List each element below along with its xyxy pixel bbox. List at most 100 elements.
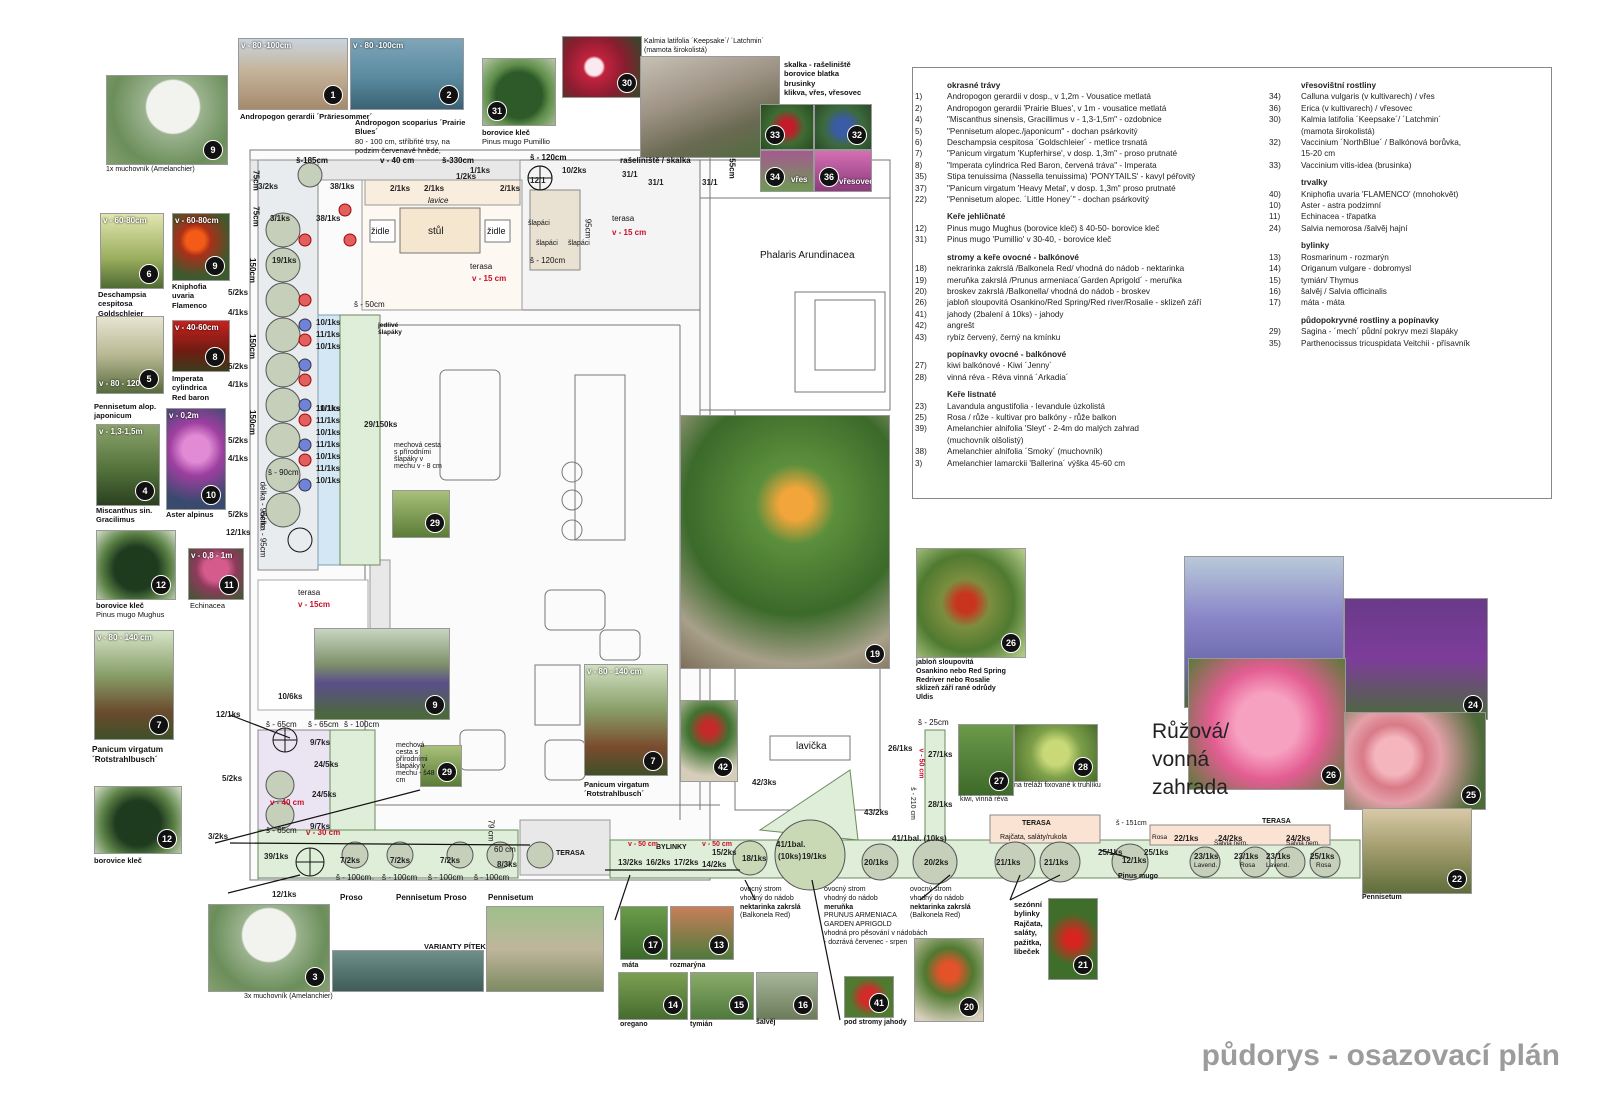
legend-item-number: 34) <box>1269 92 1281 102</box>
plant-count-label: 3/2ks <box>208 832 229 841</box>
caption-mint: máta <box>622 962 639 969</box>
photo-andropogon-prairie-blues: v - 80 -100cm 2 <box>350 38 464 110</box>
rose-title-line: vonná <box>1152 748 1210 771</box>
caption-kiwi: kiwi, vinná réva <box>960 796 1008 803</box>
seasonal-herbs-note: sezónní bylinky Rajčata, saláty, pažitka… <box>1014 900 1043 956</box>
plant-count-label: 31/1 <box>702 178 718 187</box>
legend-item-text: Sagina - ´mech´ půdní pokryv mezi šlapák… <box>1301 327 1458 337</box>
legend-item: 20)broskev zakrslá /Balkonella/ vhodná d… <box>915 286 1265 297</box>
plant-count-label: 25/1ks <box>1098 848 1123 857</box>
legend-item-text: Calluna vulgaris (v kultivarech) / vřes <box>1301 92 1435 102</box>
legend-item-text: Andropogon gerardii 'Prairie Blues', v 1… <box>947 103 1167 113</box>
note-line: ovocný strom <box>740 886 782 893</box>
plant-count-label: 10/1ks <box>316 342 341 351</box>
legend-item-number: 33) <box>1269 160 1281 170</box>
caption-pinus-pumillio: borovice kleč Pinus mugo Pumillio <box>482 128 550 147</box>
terrace-height: v - 15cm <box>298 600 331 609</box>
caption-pinus-mughus-left: borovice kleč Pinus mugo Mughus <box>96 601 164 620</box>
fruit-tree-note-3: ovocný strom vhodný do nádob nektarinka … <box>910 886 971 921</box>
dim-label: š - 65cm <box>308 720 339 729</box>
photo-birdbath-1 <box>332 950 484 992</box>
plant-count-label: 43/2ks <box>864 808 889 817</box>
plant-count-label: 10/2ks <box>562 166 587 175</box>
photo-pinus-mughus-left: 12 <box>96 530 176 600</box>
dim-label: 150cm <box>247 258 257 283</box>
plant-count-label: 23/1ks <box>1234 852 1259 861</box>
fruit-tree-note-2: ovocný strom vhodný do nádob meruňka PRU… <box>824 886 928 947</box>
note-line: pažitka, <box>1014 937 1042 947</box>
plant-count-label: 10/1ks <box>316 452 341 461</box>
legend-item-number <box>1269 148 1301 159</box>
dim-label: š-330cm <box>442 156 475 165</box>
note-line: nektarinka zakrslá <box>910 903 971 911</box>
legend-item-text: tymián/ Thymus <box>1301 275 1359 285</box>
plant-count-label: 11/1ks <box>316 440 341 449</box>
caption-sub: Pinus mugo Pumillio <box>482 137 550 147</box>
plant-number-badge: 20 <box>959 997 979 1017</box>
photo-panicum-middle: v - 80 - 140 cm 7 <box>584 664 668 776</box>
legend-item-number: 2) <box>915 103 923 113</box>
note-line: nektarinka zakrslá <box>740 903 801 911</box>
legend-item-number: 18) <box>915 264 927 274</box>
photo-grapevine: 28 <box>1014 724 1098 782</box>
vegetables-label: Rajčata, saláty/rukola <box>1000 834 1067 841</box>
note-line: vhodný do nádob <box>910 894 964 902</box>
legend-item-text: Pinus mugo Mughus (borovice kleč) š 40-5… <box>947 223 1160 233</box>
plant-count-label: 9/7ks <box>310 822 331 831</box>
legend-item: 35)Parthenocissus tricuspidata Veitchii … <box>1269 338 1539 349</box>
plant-count-label: 24/2ks <box>1218 834 1243 843</box>
plant-count-label: 5/2ks <box>228 436 249 445</box>
plant-count-label: 10/1ks <box>316 404 341 413</box>
dim-label: š - 210 cm <box>908 787 916 820</box>
plant-number-badge: 26 <box>1321 765 1341 785</box>
legend-item-text: "Pennisetum alopec./japonicum" - dochan … <box>947 126 1138 136</box>
dim-label: š - 120cm <box>530 256 566 265</box>
legend-item: 22)"Pennisetum alopec. ´Little Honey´" -… <box>915 194 1265 205</box>
caption-panicum-left: Panicum virgatum ´Rotstrahlbusch´ <box>92 745 163 765</box>
legend-item: 33)Vaccinium vitis-idea (brusinka) <box>1269 160 1539 171</box>
caption-thyme: tymián <box>690 1021 713 1028</box>
legend-item-number: 41) <box>915 309 927 319</box>
legend-item: 27)kiwi balkónové - Kiwi ´Jenny´ <box>915 360 1265 371</box>
plant-count-label: 1/1ks <box>470 166 491 175</box>
legend-item-number: 5) <box>915 126 923 136</box>
plant-count-label: 4/1ks <box>228 308 249 317</box>
legend-item: 1)Andropogon gerardii v dosp., v 1,2m - … <box>915 91 1265 102</box>
photo-calluna: vřes 34 <box>760 150 814 192</box>
height-tag: v - 80 -100cm <box>353 41 404 50</box>
legend-group-heading: popínavky ovocné - balkónové <box>947 349 1067 359</box>
legend-item-number: 15) <box>1269 275 1281 285</box>
plant-name-label: Proso <box>340 893 363 902</box>
stepping-stones-label: jedlivé šlapáky <box>378 322 402 336</box>
legend-group-heading: Keře listnaté <box>947 390 997 400</box>
legend-item-number: 23) <box>915 401 927 411</box>
plant-count-label: 22/1ks <box>1174 834 1199 843</box>
plant-number-badge: 7 <box>643 751 663 771</box>
photo-kiwi: 27 <box>958 724 1014 796</box>
phalaris-label: Phalaris Arundinacea <box>760 250 855 261</box>
legend-item-number: 24) <box>1269 223 1281 233</box>
photo-deschampsia: v - 60-80cm 6 <box>100 213 164 289</box>
plant-number-badge: 34 <box>765 167 785 187</box>
plant-count-label: 10/6ks <box>278 692 303 701</box>
legend-item-text: "Imperata cylindrica Red Baron, červená … <box>947 160 1157 170</box>
legend-item-text: Stipa tenuissima (Nassella tenuissima) '… <box>947 172 1196 182</box>
plant-count-label: 19/1ks <box>802 852 827 861</box>
dim-label: 75cm <box>251 206 261 227</box>
chair-label: židle <box>487 226 506 236</box>
dim-label: š - 151cm <box>1116 820 1147 827</box>
photo-thyme: 15 <box>690 972 754 1020</box>
legend-item: 7)"Panicum virgatum 'Kupferhirse', v dos… <box>915 148 1265 159</box>
dim-label: délka - 95cm <box>258 511 268 558</box>
legend-item-text: jabloň sloupovitá Osankino/Red Spring/Re… <box>947 298 1202 308</box>
plant-number-badge: 11 <box>219 575 239 595</box>
legend-item: 13)Rosmarinum - rozmarýn <box>1269 252 1539 263</box>
legend-group-heading: bylinky <box>1301 241 1330 251</box>
dim-label: š - 100cm <box>474 873 510 882</box>
caption-title: borovice kleč <box>96 601 144 610</box>
legend-item-text: Salvia nemorosa /šalvěj hajní <box>1301 223 1408 233</box>
plant-count-label: 5/2ks <box>228 288 249 297</box>
